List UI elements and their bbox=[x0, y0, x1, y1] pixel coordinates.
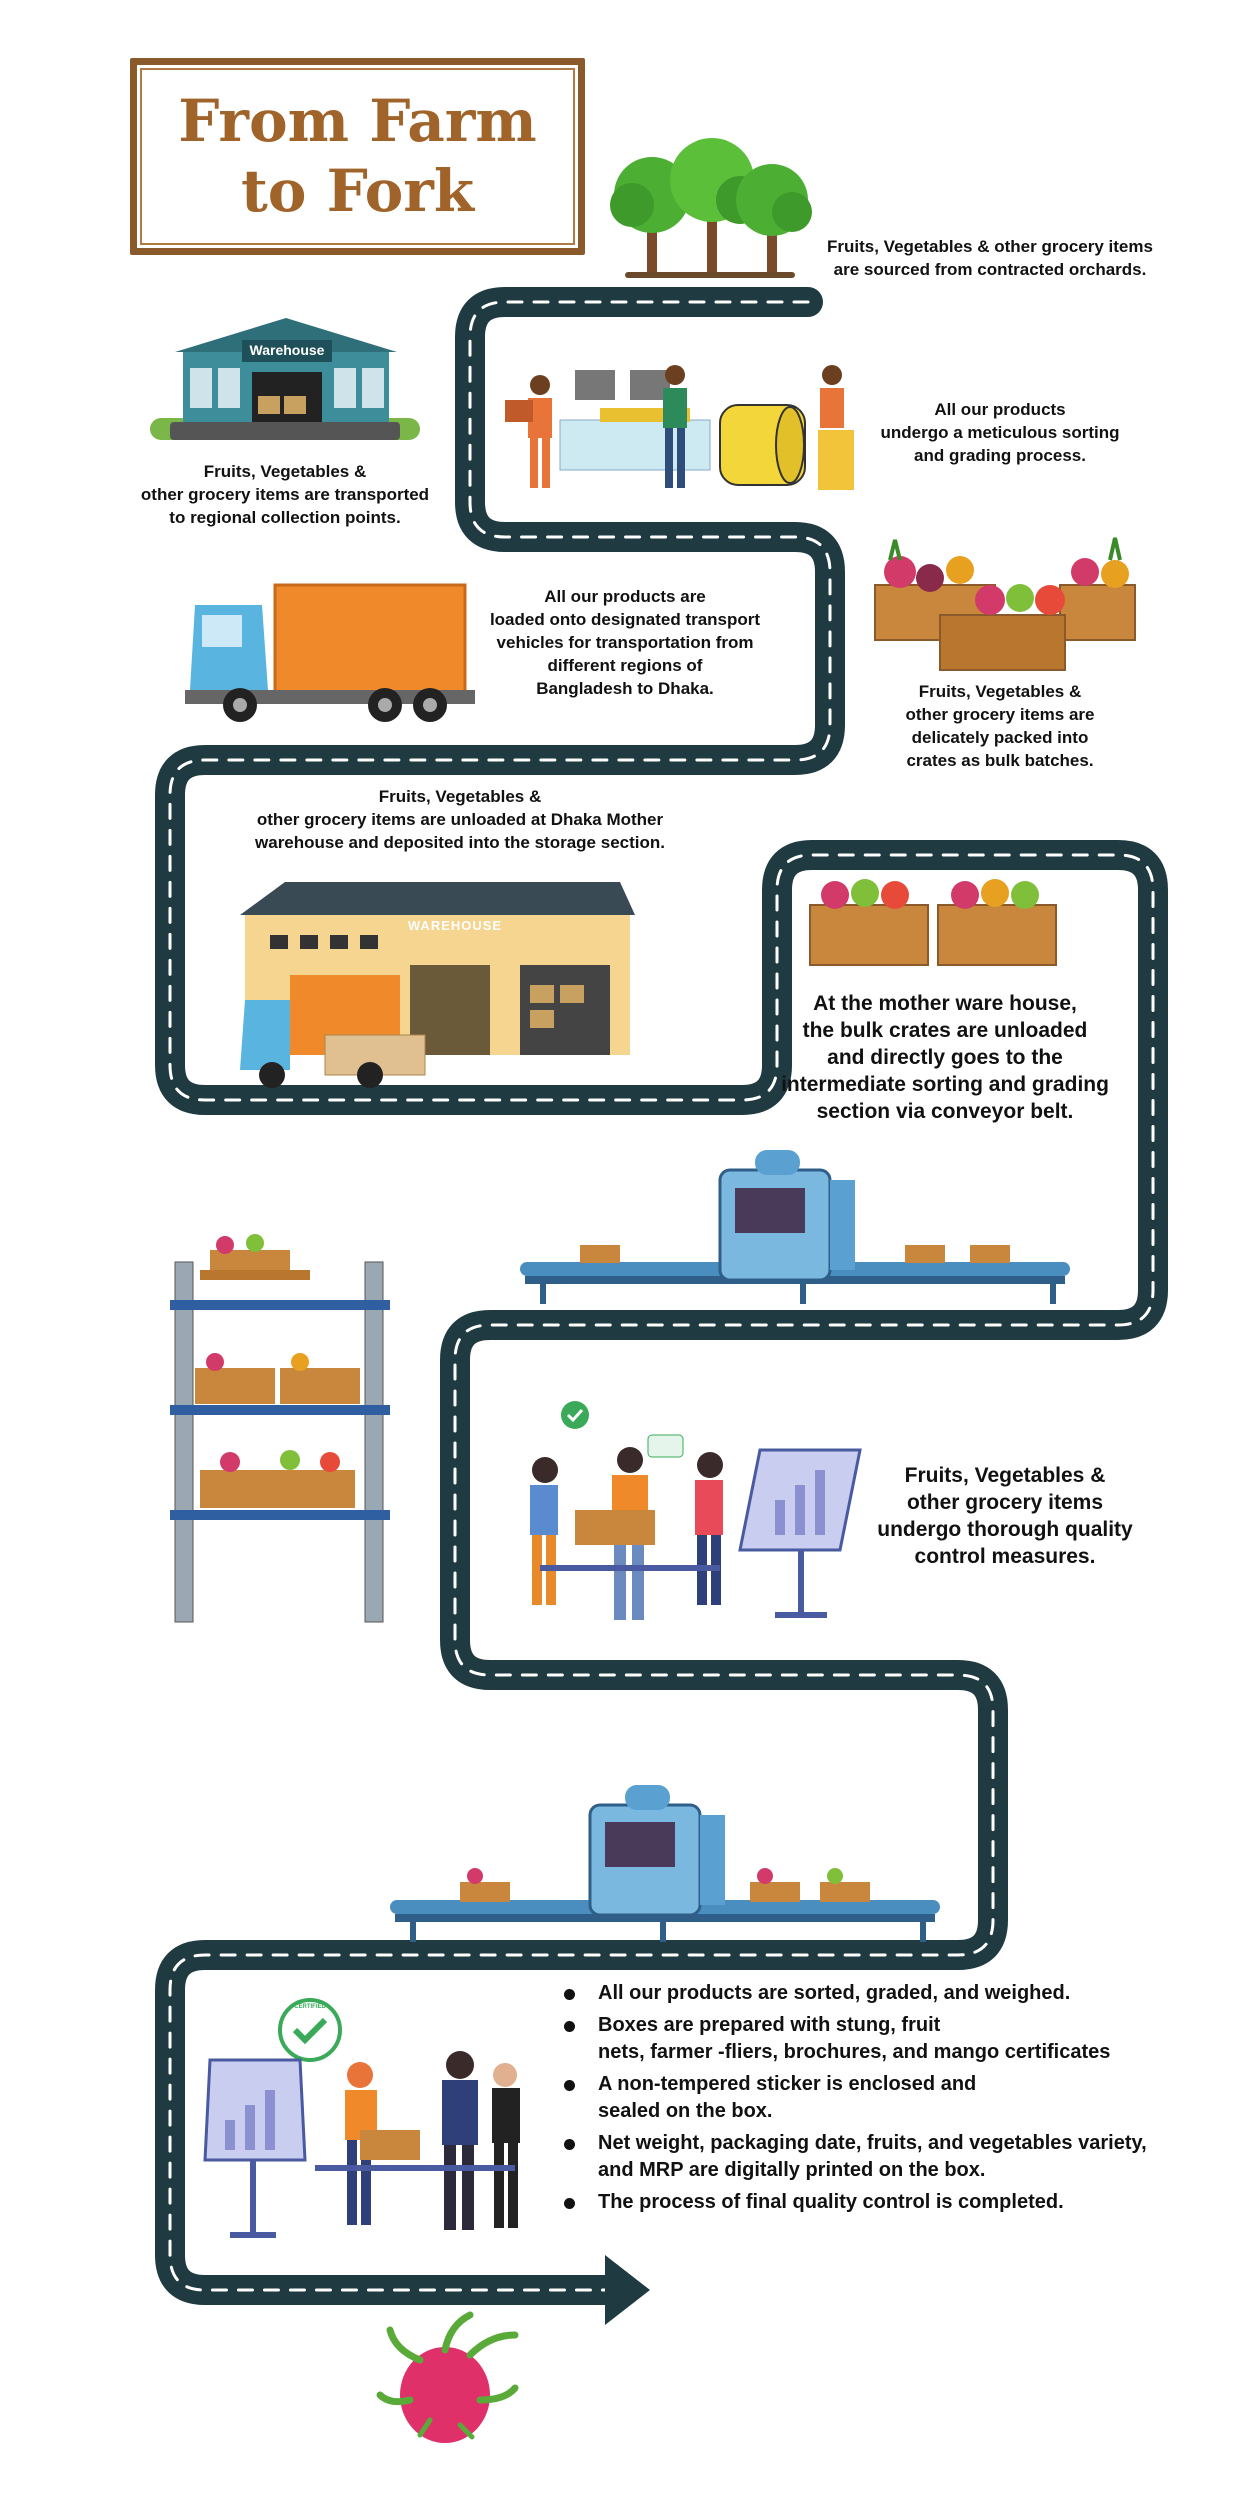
sorting-caption-line: All our products bbox=[934, 400, 1066, 419]
crates-caption-line: other grocery items are bbox=[905, 705, 1095, 724]
bullet-line: and MRP are digitally printed on the box… bbox=[598, 2159, 986, 2181]
conveyor-caption-line: At the mother ware house, bbox=[813, 992, 1077, 1015]
final-bullet-item: The process of final quality control is … bbox=[560, 2189, 1200, 2216]
transport-caption-line: vehicles for transportation from bbox=[496, 633, 754, 652]
transport-caption-line: Bangladesh to Dhaka. bbox=[536, 679, 714, 698]
mother-warehouse-sign: WAREHOUSE bbox=[407, 918, 503, 933]
bullet-line: All our products are sorted, graded, and… bbox=[598, 1982, 1071, 2004]
orchards-caption-line: Fruits, Vegetables & other grocery items bbox=[827, 237, 1153, 256]
transport-caption: All our products are loaded onto designa… bbox=[465, 585, 785, 700]
bullet-line: sealed on the box. bbox=[598, 2100, 773, 2122]
warehouse-caption-line: Fruits, Vegetables & bbox=[203, 462, 367, 481]
final-bullet-list: All our products are sorted, graded, and… bbox=[560, 1980, 1200, 2221]
bullet-line: Boxes are prepared with stung, fruit bbox=[598, 2014, 941, 2036]
unload-caption-line: Fruits, Vegetables & bbox=[378, 787, 542, 806]
warehouse-caption-line: other grocery items are transported bbox=[140, 485, 430, 504]
bullet-line: Net weight, packaging date, fruits, and … bbox=[598, 2132, 1147, 2154]
quality-caption-line: other grocery items bbox=[906, 1491, 1104, 1514]
quality-caption-line: undergo thorough quality bbox=[877, 1518, 1133, 1541]
warehouse-caption-line: to regional collection points. bbox=[169, 508, 401, 527]
crates-caption-line: delicately packed into bbox=[911, 728, 1089, 747]
unload-caption: Fruits, Vegetables & other grocery items… bbox=[215, 785, 705, 854]
road-arrow-head bbox=[605, 2255, 650, 2325]
quality-caption-line: control measures. bbox=[914, 1545, 1096, 1568]
quality-caption: Fruits, Vegetables & other grocery items… bbox=[860, 1462, 1150, 1570]
final-bullet-item: All our products are sorted, graded, and… bbox=[560, 1980, 1200, 2007]
transport-caption-line: loaded onto designated transport bbox=[489, 610, 761, 629]
unload-caption-line: warehouse and deposited into the storage… bbox=[255, 833, 665, 852]
final-bullet-item: Net weight, packaging date, fruits, and … bbox=[560, 2130, 1200, 2184]
conveyor-caption-line: the bulk crates are unloaded bbox=[802, 1019, 1088, 1042]
warehouse-sign: Warehouse bbox=[249, 342, 325, 358]
certificate-badge-icon bbox=[278, 1998, 342, 2062]
quality-caption-line: Fruits, Vegetables & bbox=[904, 1464, 1106, 1487]
bullet-line: nets, farmer -fliers, brochures, and man… bbox=[598, 2041, 1111, 2063]
title-line-1: From Farm bbox=[178, 87, 537, 155]
orchards-caption: Fruits, Vegetables & other grocery items… bbox=[800, 235, 1180, 281]
warehouse-caption: Fruits, Vegetables & other grocery items… bbox=[110, 460, 460, 529]
conveyor-caption-line: and directly goes to the bbox=[827, 1046, 1063, 1069]
crates-caption: Fruits, Vegetables & other grocery items… bbox=[880, 680, 1120, 772]
title-frame: From Farm to Fork bbox=[130, 58, 585, 255]
unload-caption-line: other grocery items are unloaded at Dhak… bbox=[256, 810, 664, 829]
certified-label: CERTIFIED bbox=[294, 2004, 326, 2010]
bullet-line: A non-tempered sticker is enclosed and bbox=[598, 2073, 977, 2095]
title-line-2: to Fork bbox=[240, 157, 475, 225]
sorting-caption: All our products undergo a meticulous so… bbox=[880, 398, 1120, 467]
conveyor-caption-line: intermediate sorting and grading bbox=[781, 1073, 1109, 1096]
transport-caption-line: All our products are bbox=[544, 587, 706, 606]
bullet-line: The process of final quality control is … bbox=[598, 2191, 1064, 2213]
crates-caption-line: Fruits, Vegetables & bbox=[918, 682, 1082, 701]
sorting-caption-line: and grading process. bbox=[914, 446, 1086, 465]
sorting-caption-line: undergo a meticulous sorting bbox=[880, 423, 1120, 442]
transport-caption-line: different regions of bbox=[547, 656, 703, 675]
conveyor-caption-line: section via conveyor belt. bbox=[816, 1100, 1074, 1123]
conveyor-caption: At the mother ware house, the bulk crate… bbox=[765, 990, 1125, 1125]
orchards-caption-line: are sourced from contracted orchards. bbox=[833, 260, 1147, 279]
final-bullet-item: A non-tempered sticker is enclosed and se… bbox=[560, 2071, 1200, 2125]
crates-caption-line: crates as bulk batches. bbox=[906, 751, 1094, 770]
final-bullet-item: Boxes are prepared with stung, fruit nets… bbox=[560, 2012, 1200, 2066]
